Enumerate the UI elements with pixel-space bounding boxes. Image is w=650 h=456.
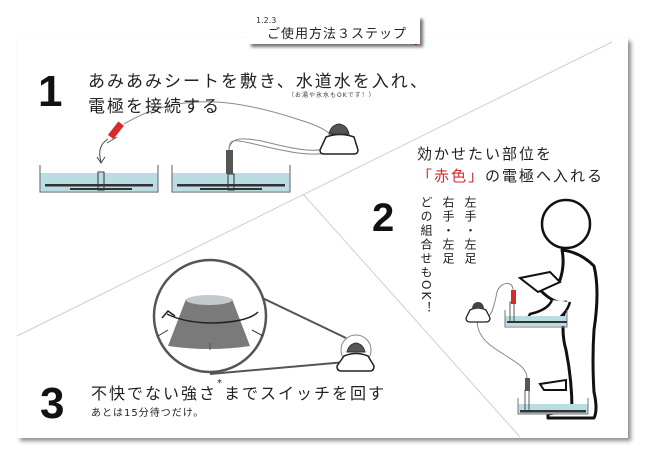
tub-right-icon <box>171 138 338 193</box>
step-1-number: 1 <box>38 67 63 116</box>
person-figure-icon <box>517 198 599 420</box>
hand-tub-icon <box>484 283 568 328</box>
divider-line-main <box>16 41 613 337</box>
rotate-arrow-icon <box>166 311 259 324</box>
red-electrode-plug-icon <box>106 101 337 144</box>
step-1-line-1: あみあみシートを敷き、水道水を入れ、 <box>88 72 429 92</box>
foot-tub-icon <box>476 317 589 415</box>
step-2-option-2: 右手・左足 <box>441 196 455 266</box>
title-superscript: 1.2.3 <box>256 16 277 25</box>
controller-device-icon-step1 <box>319 123 359 155</box>
step-2-option-3: どの組合せもOK！ <box>419 196 433 316</box>
knob-magnifier-icon <box>152 258 347 375</box>
asterisk-note-marker: * <box>217 378 225 389</box>
page-title: ご使用方法３ステップ <box>267 27 408 42</box>
step-3-line-1-a: 不快でない強さ <box>91 384 218 403</box>
instruction-card <box>17 38 628 438</box>
down-arrow-icon <box>96 138 109 164</box>
tub-left-icon <box>39 165 159 193</box>
title-banner: 1.2.3 ご使用方法３ステップ <box>248 16 420 44</box>
step-1-line-2: 電極を接続する <box>88 97 221 117</box>
step-2-line-2: 「赤色」の電極へ入れる <box>417 165 604 186</box>
divider-line-secondary <box>302 193 521 438</box>
controller-device-icon-step3 <box>336 334 375 372</box>
red-label: 「赤色」 <box>417 167 486 185</box>
controller-device-icon-step2 <box>465 302 491 323</box>
step-2-option-1: 左手・左足 <box>463 196 477 266</box>
step-3-number: 3 <box>40 379 65 428</box>
step-3-line-1-b: までスイッチを回す <box>224 384 387 403</box>
step-3-line-2: あとは15分待つだけ。 <box>91 408 205 419</box>
step-3-line-1: 不快でない強さ*までスイッチを回す <box>91 378 387 404</box>
step-1-note: （お湯や氷水もOKです！） <box>288 92 376 99</box>
step-2-line-2-rest: の電極へ入れる <box>485 167 605 185</box>
step-2-number: 2 <box>372 196 395 240</box>
step-2-line-1: 効かせたい部位を <box>417 145 554 163</box>
